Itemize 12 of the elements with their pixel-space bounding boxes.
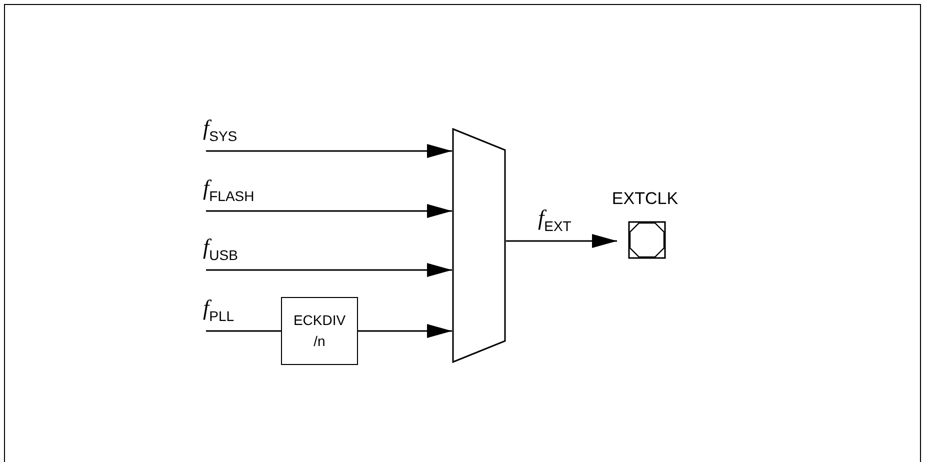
pin-label: EXTCLK xyxy=(612,190,678,207)
signal-label: f$_{FLASH}$ xyxy=(203,177,254,199)
arrow xyxy=(358,324,452,338)
arrow xyxy=(206,263,452,277)
arrow xyxy=(206,204,452,218)
arrow xyxy=(206,144,452,158)
signal-label: f$_{EXT}$ xyxy=(538,207,572,229)
signal-label: f$_{PLL}$ xyxy=(203,297,234,319)
signal-label: f$_{SYS}$ xyxy=(203,117,238,139)
multiplexer xyxy=(452,128,506,363)
arrow xyxy=(506,234,617,248)
signal-label: f$_{USB}$ xyxy=(203,236,238,258)
